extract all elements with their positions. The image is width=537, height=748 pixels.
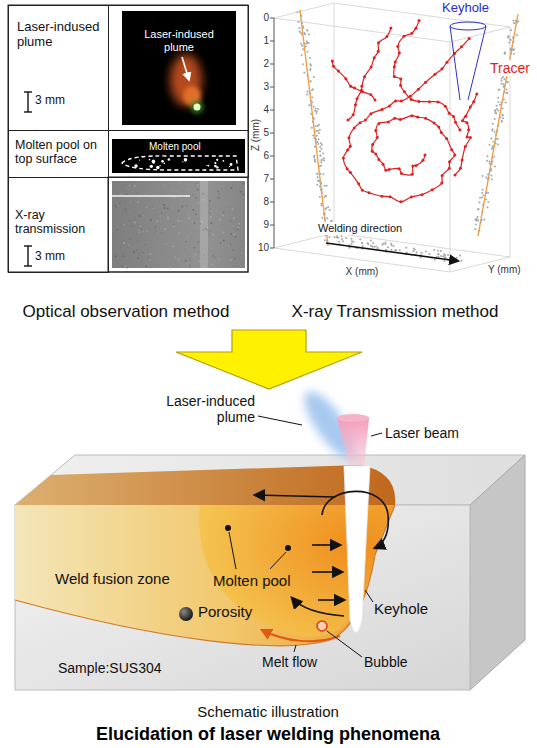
- axis-tick: 1: [263, 35, 269, 47]
- flow-arrow: [176, 330, 362, 389]
- plot-label: Welding direction: [316, 222, 404, 235]
- callout-label: Laser-induced plume: [140, 393, 255, 425]
- axis-title: Y (mm): [488, 264, 521, 276]
- row-label: Laser-indused plume: [17, 20, 103, 50]
- callout-label: Keyhole: [374, 600, 428, 617]
- figure-title: Elucidation of laser welding phenomena: [96, 724, 440, 745]
- observation-table: [8, 5, 248, 272]
- axis-tick: 7: [263, 173, 269, 185]
- callout-label: Bubble: [364, 654, 408, 670]
- axis-tick: 0: [263, 12, 269, 24]
- axis-tick: 6: [263, 150, 269, 162]
- scale-label: 3 mm: [35, 250, 65, 264]
- photo-label: Molten pool: [149, 141, 201, 153]
- table-label-cell: Laser-indused plume 3 mm: [8, 5, 109, 131]
- axis-tick: 2: [263, 58, 269, 70]
- welding-schematic: [15, 384, 525, 690]
- callout-label: Laser beam: [385, 425, 459, 441]
- scale-label: 3 mm: [35, 94, 65, 108]
- plot-label: Keyhole: [440, 1, 491, 16]
- row-label: Molten pool on top surface: [15, 138, 105, 167]
- axis-title: X (mm): [346, 266, 379, 278]
- figure-caption: Schematic illustration: [197, 703, 339, 720]
- sample-label: Sample:SUS304: [58, 660, 162, 676]
- plot-label: Tracer: [488, 60, 532, 76]
- table-label-cell: X-ray transmission 3 mm: [8, 177, 109, 273]
- callout-label: Molten pool: [213, 572, 291, 589]
- callout-label: Weld fusion zone: [55, 570, 170, 587]
- axis-title: Z (mm): [250, 119, 262, 151]
- row-label: X-ray transmission: [15, 208, 105, 237]
- panel-caption: X-ray Transmission method: [292, 302, 499, 322]
- axis-tick: 4: [263, 104, 269, 116]
- panel-caption: Optical observation method: [23, 302, 230, 322]
- axis-tick: 5: [263, 127, 269, 139]
- photo-cell: Laser-indused plume: [108, 5, 249, 131]
- table-label-cell: Molten pool on top surface: [8, 130, 109, 178]
- photo-cell: Molten pool: [108, 130, 249, 178]
- axis-tick: 9: [263, 219, 269, 231]
- axis-tick: 3: [263, 81, 269, 93]
- callout-label: Porosity: [198, 603, 252, 620]
- axis-tick: 8: [263, 196, 269, 208]
- callout-label: Melt flow: [262, 654, 317, 670]
- tracer-plot: [270, 3, 519, 272]
- photo-label: Laser-indused plume: [139, 28, 219, 53]
- axis-tick: 10: [258, 242, 269, 254]
